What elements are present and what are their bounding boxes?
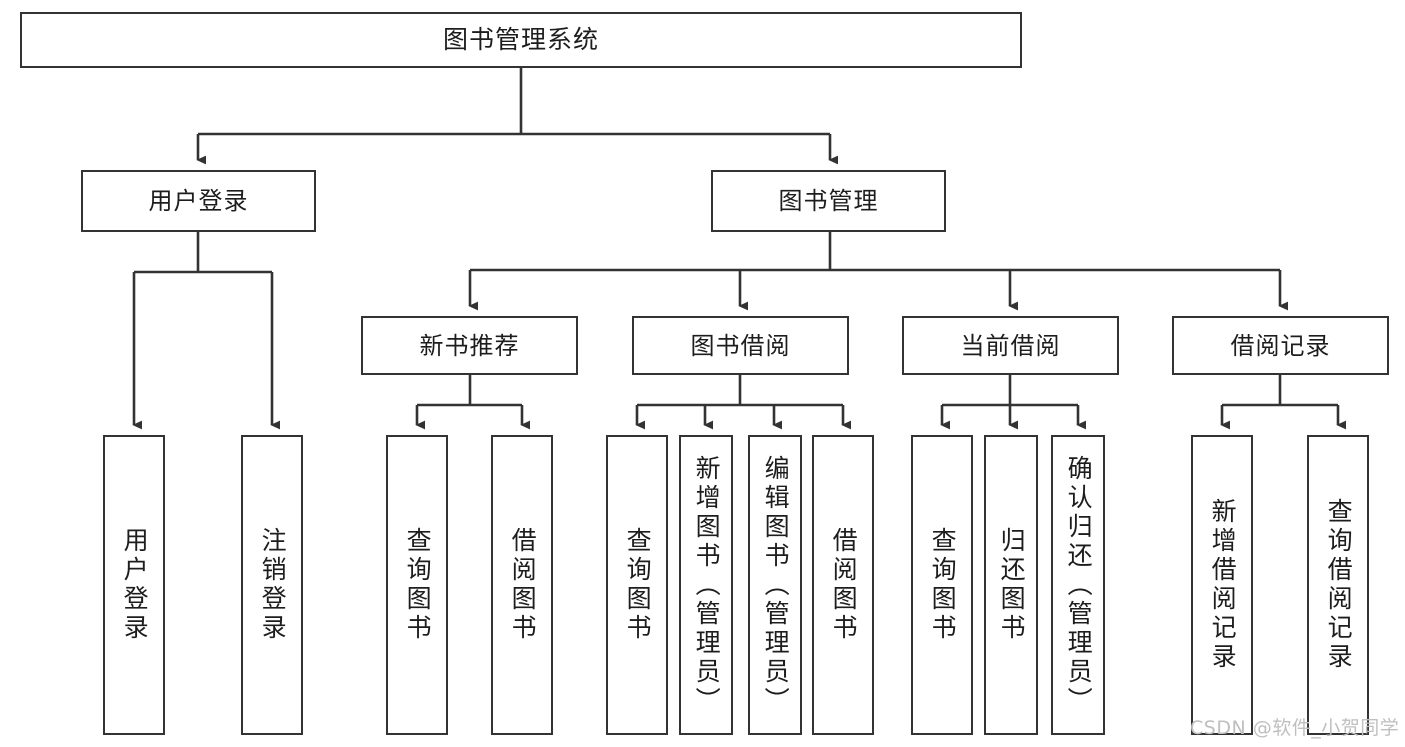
- watermark: CSDN @软件_小贺同学: [1190, 717, 1400, 739]
- leaf-current-confirm-return-label: 确认归还（管理员）: [1064, 454, 1094, 716]
- leaf-borrow-add-book-label: 新增图书（管理员）: [692, 454, 722, 716]
- leaf-logout[interactable]: 注销登录: [241, 435, 303, 735]
- leaf-borrow-borrow-book[interactable]: 借阅图书: [812, 435, 874, 735]
- node-current-borrow[interactable]: 当前借阅: [902, 316, 1119, 375]
- node-book-borrow-label: 图书借阅: [690, 331, 791, 360]
- node-borrow-record[interactable]: 借阅记录: [1172, 316, 1389, 375]
- node-borrow-record-label: 借阅记录: [1230, 331, 1331, 360]
- leaf-current-query-book-label: 查询图书: [928, 527, 958, 643]
- leaf-newbook-borrow-book[interactable]: 借阅图书: [491, 435, 553, 735]
- node-root[interactable]: 图书管理系统: [20, 12, 1022, 68]
- leaf-newbook-query-book[interactable]: 查询图书: [386, 435, 448, 735]
- leaf-newbook-borrow-book-label: 借阅图书: [508, 527, 538, 643]
- node-current-borrow-label: 当前借阅: [960, 331, 1061, 360]
- leaf-borrow-borrow-book-label: 借阅图书: [829, 527, 859, 643]
- leaf-record-query-label: 查询借阅记录: [1324, 498, 1354, 672]
- leaf-user-login-label: 用户登录: [120, 527, 150, 643]
- leaf-borrow-query-book-label: 查询图书: [623, 527, 653, 643]
- leaf-record-query[interactable]: 查询借阅记录: [1307, 435, 1369, 735]
- leaf-current-confirm-return[interactable]: 确认归还（管理员）: [1051, 435, 1105, 735]
- node-new-book-recommend[interactable]: 新书推荐: [361, 316, 578, 375]
- leaf-current-return-book[interactable]: 归还图书: [984, 435, 1038, 735]
- leaf-newbook-query-book-label: 查询图书: [403, 527, 433, 643]
- leaf-borrow-query-book[interactable]: 查询图书: [606, 435, 668, 735]
- node-book-management[interactable]: 图书管理: [711, 170, 946, 232]
- node-root-label: 图书管理系统: [442, 25, 599, 55]
- node-user-login[interactable]: 用户登录: [81, 170, 316, 232]
- leaf-current-return-book-label: 归还图书: [997, 527, 1027, 643]
- leaf-record-add[interactable]: 新增借阅记录: [1191, 435, 1253, 735]
- node-user-login-label: 用户登录: [148, 187, 249, 215]
- leaf-borrow-edit-book-label: 编辑图书（管理员）: [761, 454, 791, 716]
- node-book-management-label: 图书管理: [778, 187, 879, 215]
- leaf-logout-label: 注销登录: [258, 527, 288, 643]
- leaf-user-login[interactable]: 用户登录: [103, 435, 165, 735]
- node-new-book-recommend-label: 新书推荐: [419, 331, 520, 360]
- leaf-borrow-add-book[interactable]: 新增图书（管理员）: [679, 435, 733, 735]
- leaf-record-add-label: 新增借阅记录: [1208, 498, 1238, 672]
- leaf-borrow-edit-book[interactable]: 编辑图书（管理员）: [748, 435, 802, 735]
- node-book-borrow[interactable]: 图书借阅: [632, 316, 849, 375]
- leaf-current-query-book[interactable]: 查询图书: [911, 435, 973, 735]
